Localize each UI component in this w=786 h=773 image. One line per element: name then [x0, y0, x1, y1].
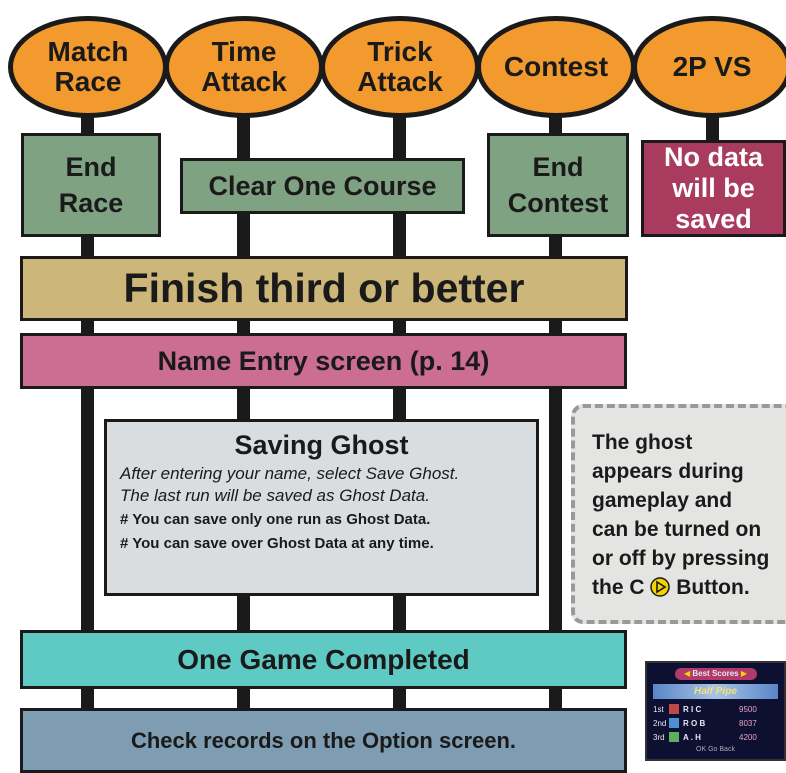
score-value: 9500 — [739, 704, 757, 714]
best-scores-title-text: Best Scores — [692, 669, 739, 678]
end-contest-box: End Contest — [487, 133, 629, 237]
finish-third-bar: Finish third or better — [20, 256, 628, 321]
score-row: 3rd A . H 4200 — [647, 730, 784, 744]
saving-ghost-note-2: # You can save over Ghost Data at any ti… — [120, 535, 434, 552]
c-right-button-icon — [650, 576, 671, 597]
thumb-right-arrow-icon: ▶ — [740, 669, 748, 678]
ghost-note-line-2: appears during — [592, 460, 744, 483]
name-entry-bar: Name Entry screen (p. 14) — [20, 333, 627, 389]
saving-ghost-line-1: After entering your name, select Save Gh… — [120, 464, 460, 483]
saving-ghost-line-2: The last run will be saved as Ghost Data… — [120, 486, 430, 505]
ghost-note-prefix: the C — [592, 576, 645, 599]
mode-contest: Contest — [476, 16, 636, 118]
saving-ghost-note-1: # You can save only one run as Ghost Dat… — [120, 511, 431, 528]
mode-2p-vs: 2P VS — [632, 16, 786, 118]
thumbnail-footer: OK Go Back — [696, 746, 735, 753]
mode-time-attack: Time Attack — [164, 16, 324, 118]
score-name: R O B — [683, 718, 706, 728]
clear-one-course-box: Clear One Course — [180, 158, 465, 214]
saving-ghost-title: Saving Ghost — [234, 430, 409, 460]
best-scores-title: ◀ Best Scores ▶ — [674, 668, 757, 680]
ghost-note-suffix: Button. — [676, 576, 750, 599]
score-rank: 2nd — [653, 718, 667, 728]
ghost-note-line-6: the C Button. — [592, 573, 786, 602]
rider-avatar — [669, 732, 679, 742]
ghost-note-line-5: or off by pressing — [592, 547, 770, 570]
score-row: 2nd R O B 8037 — [647, 716, 784, 730]
score-rank: 1st — [653, 704, 664, 714]
thumb-left-arrow-icon: ◀ — [683, 669, 691, 678]
ghost-note-line-1: The ghost — [592, 431, 693, 454]
mode-trick-attack: Trick Attack — [320, 16, 480, 118]
score-value: 4200 — [739, 732, 757, 742]
rider-avatar — [669, 704, 679, 714]
score-name: A . H — [683, 732, 701, 742]
one-game-completed-bar: One Game Completed — [20, 630, 627, 689]
best-scores-thumbnail: ◀ Best Scores ▶ Half Pipe 1st R I C 9500… — [645, 661, 786, 761]
ghost-note-callout: The ghost appears during gameplay and ca… — [571, 404, 786, 624]
ghost-note-line-3: gameplay and — [592, 489, 733, 512]
no-data-box: No data will be saved — [641, 140, 786, 237]
rider-avatar — [669, 718, 679, 728]
mode-match-race: Match Race — [8, 16, 168, 118]
score-name: R I C — [683, 704, 702, 714]
course-banner: Half Pipe — [653, 684, 778, 699]
score-rank: 3rd — [653, 732, 665, 742]
end-race-box: End Race — [21, 133, 161, 237]
score-row: 1st R I C 9500 — [647, 702, 784, 716]
ghost-note-line-4: can be turned on — [592, 518, 762, 541]
saving-ghost-panel: Saving Ghost After entering your name, s… — [104, 419, 539, 596]
score-value: 8037 — [739, 718, 757, 728]
check-records-bar: Check records on the Option screen. — [20, 708, 627, 773]
